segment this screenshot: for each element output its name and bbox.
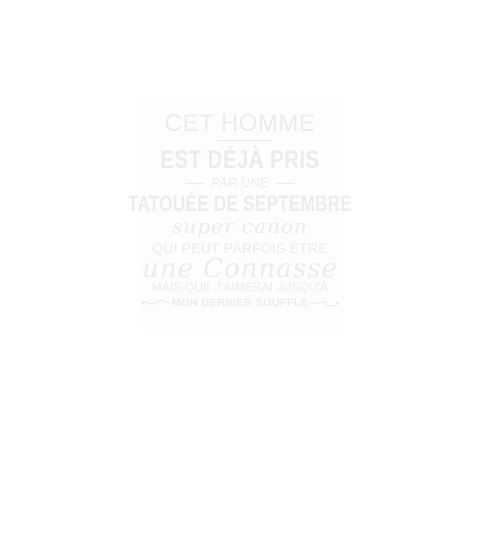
text-qui-peut: QUI PEUT PARFOIS ÊTRE — [152, 240, 328, 256]
text-par-une: PAR UNE — [0, 176, 480, 189]
flourish-left-icon — [140, 299, 170, 305]
design-panel — [140, 100, 344, 330]
divider-rule — [218, 140, 272, 141]
dash-right — [276, 183, 295, 185]
flourish-right-icon — [310, 301, 340, 307]
script-super-canon: super canon — [172, 214, 308, 238]
headline-tatouee: TATOUÉE DE SEPTEMBRE — [128, 191, 352, 216]
script-une-connasse: une Connasse — [142, 254, 338, 284]
text-par-une-label: PAR UNE — [211, 175, 269, 190]
dash-left — [185, 183, 204, 185]
headline-est-deja-pris: EST DÉJÀ PRIS — [160, 146, 320, 174]
headline-cet-homme: CET HOMME — [164, 110, 316, 137]
text-dernier-souffle-label: MON DERNIER SOUFFLE — [171, 297, 309, 309]
text-mais-que: MAIS QUE J'AIMERAI JUSQU'À — [151, 280, 329, 294]
text-dernier-souffle: MON DERNIER SOUFFLE — [0, 298, 480, 309]
